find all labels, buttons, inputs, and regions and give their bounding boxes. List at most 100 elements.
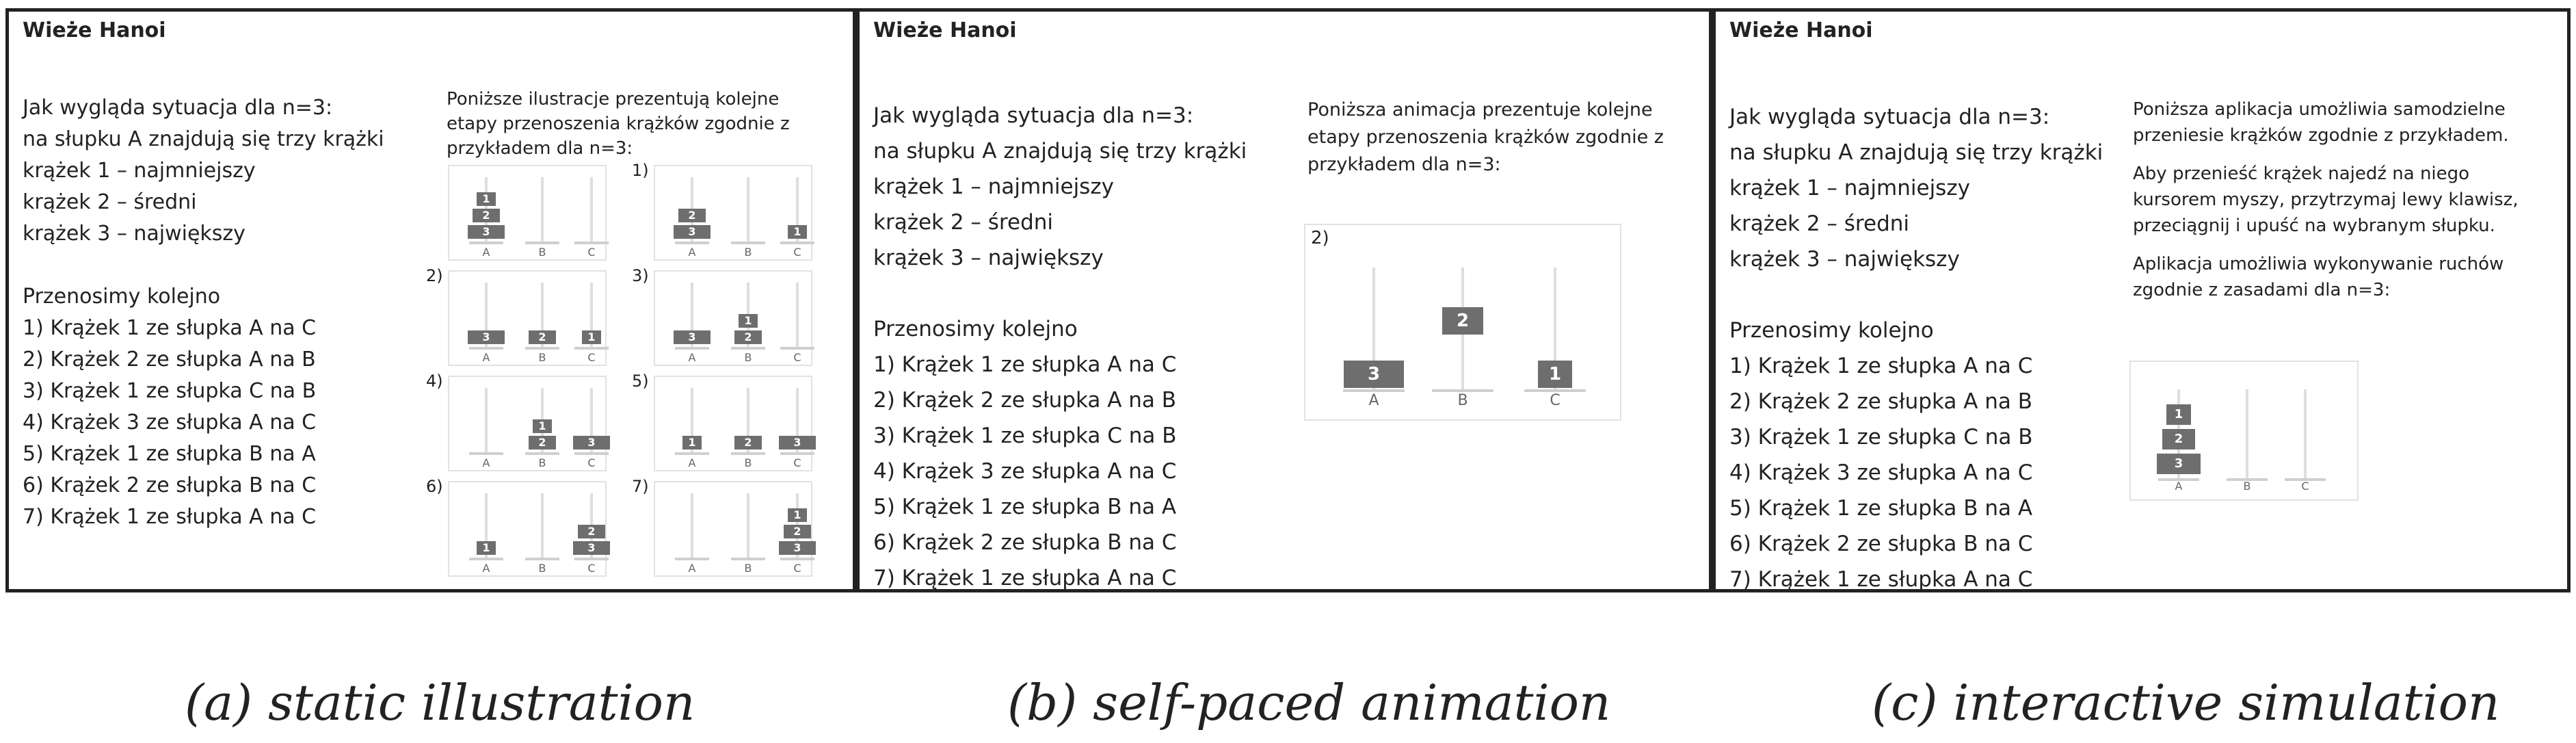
peg-label: A [688, 562, 696, 575]
peg-label: C [587, 246, 596, 259]
move-line: 2) Krążek 2 ze słupka A na B [23, 348, 316, 372]
disk-3: 3 [573, 436, 610, 449]
caption-animation: (b) self-paced animation [1007, 674, 1611, 731]
peg-a [691, 283, 693, 347]
caption-static: (a) static illustration [185, 674, 695, 731]
disk-3: 3 [573, 541, 610, 555]
disk-2: 2 [529, 436, 556, 449]
disk-1: 1 [682, 436, 702, 449]
disk-2: 2 [734, 330, 762, 344]
move-line: 2) Krążek 2 ze słupka A na B [1729, 389, 2033, 414]
peg-base [574, 558, 609, 560]
peg-base [675, 242, 709, 244]
disk-1[interactable]: 1 [2166, 404, 2191, 425]
peg-label: C [587, 351, 596, 364]
peg-c [590, 388, 593, 452]
peg-label: A [688, 246, 696, 259]
peg-base [469, 452, 503, 455]
peg-b [747, 177, 749, 242]
intro-line: krążek 2 – średni [23, 190, 197, 214]
peg-b [541, 493, 544, 558]
peg-label: B [744, 562, 752, 575]
move-line: 3) Krążek 1 ze słupka C na B [873, 423, 1177, 448]
peg-base [780, 242, 814, 244]
disk-1: 1 [477, 192, 496, 206]
move-line: 5) Krążek 1 ze słupka B na A [23, 442, 316, 466]
peg-label: C [793, 562, 801, 575]
peg-label: C [793, 351, 801, 364]
caption-simulation: (c) interactive simulation [1872, 674, 2500, 731]
peg-c [796, 177, 799, 242]
move-instructions: Jak wygląda sytuacja dla n=3: na słupku … [23, 92, 384, 533]
peg-base [574, 242, 609, 244]
peg-b[interactable] [2246, 389, 2248, 478]
peg-c [796, 388, 799, 452]
peg-label: B [2243, 480, 2251, 493]
peg-label: A [2175, 480, 2183, 493]
peg-base [525, 347, 559, 350]
disk-1: 1 [582, 330, 601, 344]
frame-number: 7) [632, 477, 649, 496]
peg-base [525, 452, 559, 455]
peg-base [731, 452, 765, 455]
disk-2[interactable]: 2 [2162, 429, 2195, 449]
peg-a [485, 493, 488, 558]
move-line: 7) Krążek 1 ze słupka A na C [873, 566, 1177, 590]
peg-base [2285, 478, 2326, 481]
intro-line: krążek 2 – średni [873, 210, 1054, 235]
frame-number: 1) [632, 161, 649, 180]
peg-label: B [744, 456, 752, 469]
peg-label: A [482, 246, 490, 259]
peg-label: B [538, 246, 546, 259]
move-instructions: Jak wygląda sytuacja dla n=3: na słupku … [1729, 99, 2103, 597]
peg-base [731, 347, 765, 350]
peg-base [1524, 389, 1586, 392]
disk-1: 1 [788, 508, 807, 522]
peg-base [1432, 389, 1493, 392]
intro-line: Jak wygląda sytuacja dla n=3: [1729, 105, 2050, 129]
panel-title: Wieże Hanoi [873, 18, 1017, 42]
panel-title: Wieże Hanoi [1729, 18, 1873, 42]
peg-a [691, 493, 693, 558]
disk-2: 2 [784, 525, 811, 538]
move-line: 7) Krążek 1 ze słupka A na C [1729, 567, 2033, 592]
peg-base [525, 558, 559, 560]
move-line: 3) Krążek 1 ze słupka C na B [23, 379, 317, 403]
disk-3: 3 [674, 225, 711, 239]
disk-3[interactable]: 3 [2157, 454, 2201, 474]
peg-c [590, 177, 593, 242]
frame-number: 6) [426, 477, 443, 496]
peg-base [731, 558, 765, 560]
move-line: 5) Krążek 1 ze słupka B na A [1729, 496, 2033, 521]
peg-label: C [2301, 480, 2309, 493]
move-line: 1) Krążek 1 ze słupka A na C [873, 352, 1177, 377]
peg-base [574, 347, 609, 350]
move-line: 4) Krążek 3 ze słupka A na C [873, 459, 1177, 484]
disk-1: 1 [477, 541, 496, 555]
peg-c[interactable] [2304, 389, 2307, 478]
panel-title: Wieże Hanoi [23, 18, 166, 42]
peg-label: C [793, 246, 801, 259]
move-line: 1) Krążek 1 ze słupka A na C [23, 316, 317, 340]
peg-base [675, 452, 709, 455]
peg-label: B [538, 456, 546, 469]
frame-number: 2) [426, 266, 443, 285]
peg-label: C [793, 456, 801, 469]
peg-label: C [587, 456, 596, 469]
disk-1: 1 [533, 419, 552, 433]
disk-3: 3 [779, 541, 816, 555]
intro-line: Jak wygląda sytuacja dla n=3: [23, 96, 333, 120]
intro-line: krążek 1 – najmniejszy [23, 159, 256, 183]
disk-2: 2 [734, 436, 762, 449]
move-line: 4) Krążek 3 ze słupka A na C [23, 410, 317, 434]
peg-a [485, 388, 488, 452]
peg-base [525, 242, 559, 244]
move-line: 4) Krążek 3 ze słupka A na C [1729, 460, 2033, 485]
move-line: 6) Krążek 2 ze słupka B na C [23, 473, 317, 497]
intro-line: krążek 2 – średni [1729, 211, 1910, 236]
